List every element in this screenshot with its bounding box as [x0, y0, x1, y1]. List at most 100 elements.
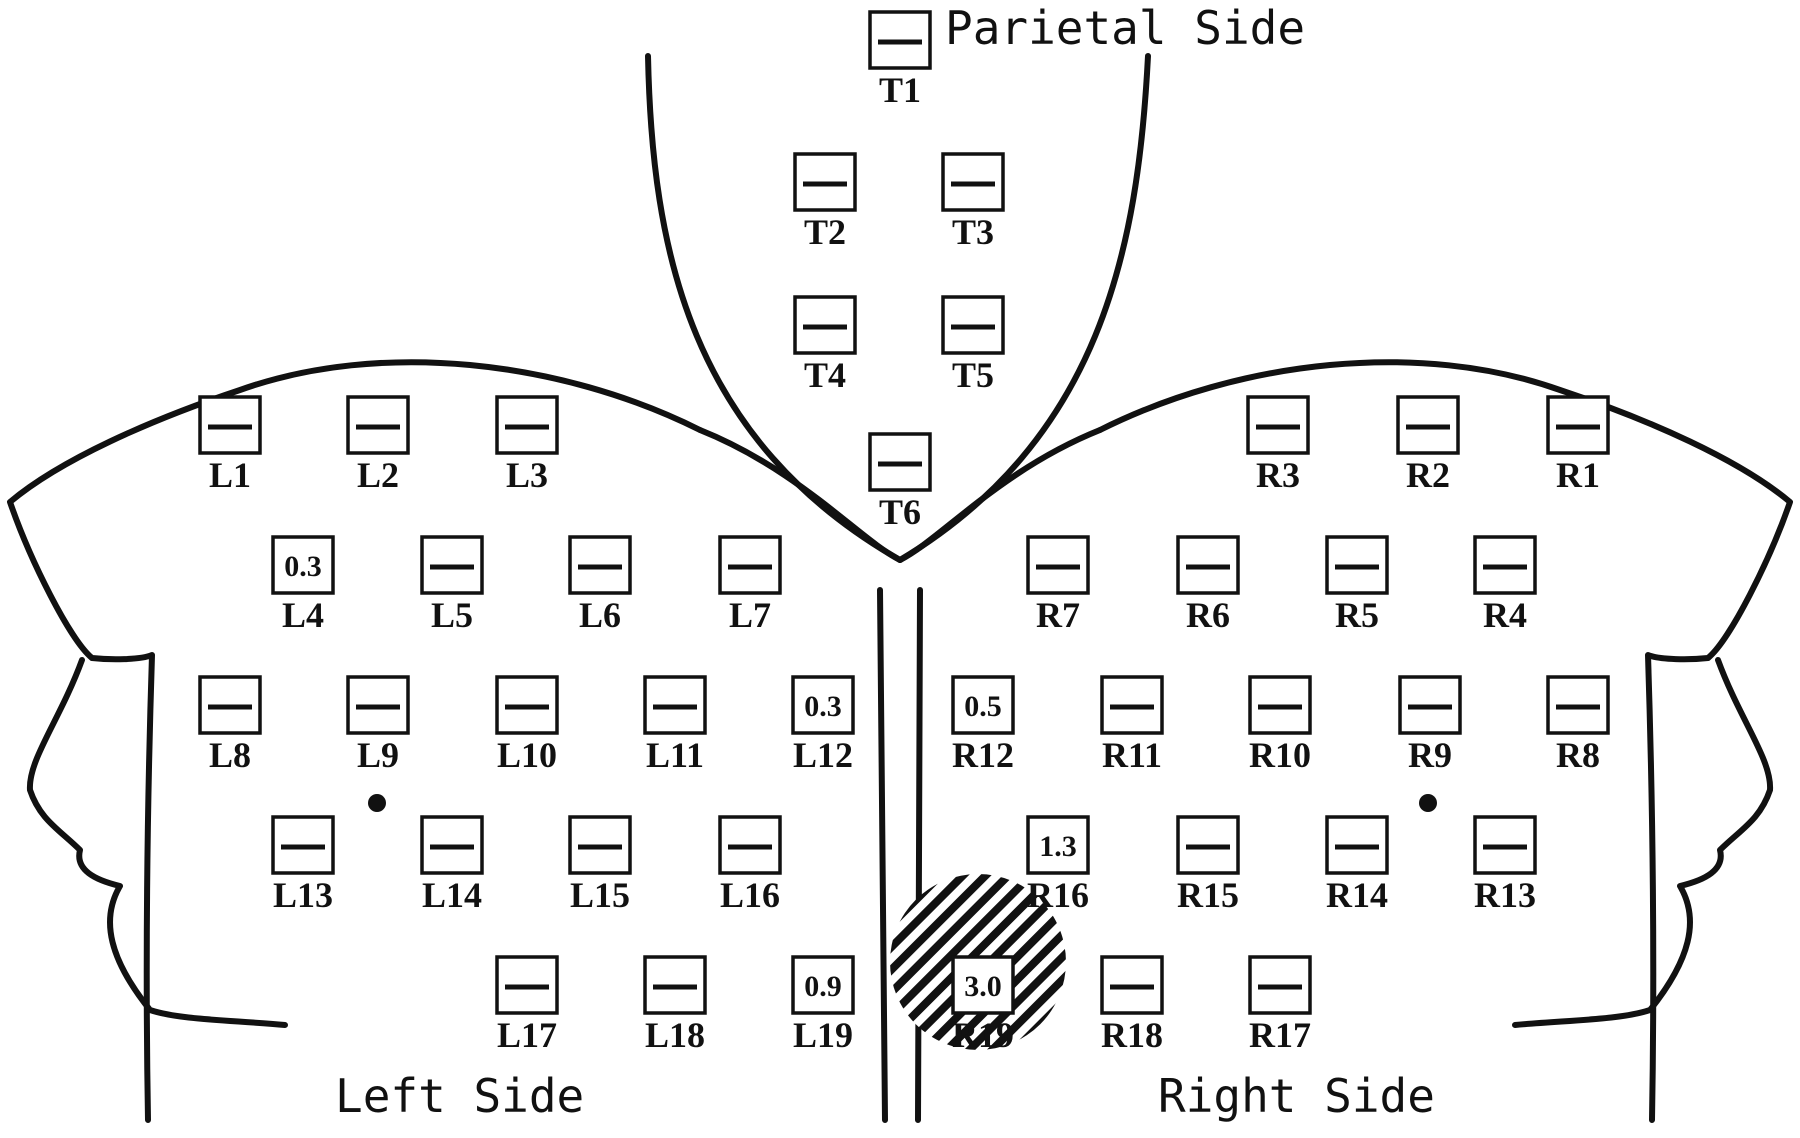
site-value: 0.9 — [804, 970, 842, 1003]
site-r13: R13 — [1473, 815, 1537, 915]
site-r8: R8 — [1546, 675, 1610, 775]
site-label: L3 — [506, 455, 548, 495]
site-t5: T5 — [941, 295, 1005, 395]
site-box — [951, 675, 1015, 735]
site-r5: R5 — [1325, 535, 1389, 635]
site-r1: R1 — [1546, 395, 1610, 495]
site-value: 0.5 — [964, 690, 1002, 723]
site-r14: R14 — [1325, 815, 1389, 915]
site-label: L4 — [282, 595, 324, 635]
site-l5: L5 — [420, 535, 484, 635]
site-t6: T6 — [868, 432, 932, 532]
site-label: L12 — [793, 735, 853, 775]
site-r2: R2 — [1396, 395, 1460, 495]
midline-divider — [877, 587, 923, 1123]
site-value: 1.3 — [1039, 830, 1077, 863]
site-t4: T4 — [793, 295, 857, 395]
site-label: L8 — [209, 735, 251, 775]
site-label: R17 — [1249, 1015, 1311, 1055]
site-l7: L7 — [718, 535, 782, 635]
site-t1: T1 — [868, 10, 932, 110]
site-value: 0.3 — [804, 690, 842, 723]
site-r18: R18 — [1100, 955, 1164, 1055]
site-l13: L13 — [271, 815, 335, 915]
site-l9: L9 — [346, 675, 410, 775]
site-value: 0.3 — [284, 550, 322, 583]
site-label: L9 — [357, 735, 399, 775]
site-label: R11 — [1102, 735, 1162, 775]
site-l2: L2 — [346, 395, 410, 495]
site-label: L18 — [645, 1015, 705, 1055]
left-head-outline — [7, 359, 703, 1123]
site-l15: L15 — [568, 815, 632, 915]
site-label: T5 — [952, 355, 994, 395]
site-label: L17 — [497, 1015, 557, 1055]
site-label: T2 — [804, 212, 846, 252]
site-label: L11 — [646, 735, 704, 775]
right-ear-landmark — [1419, 794, 1437, 812]
site-label: R2 — [1406, 455, 1450, 495]
site-label: L16 — [720, 875, 780, 915]
site-l4: 0.3L4 — [271, 535, 335, 635]
site-l16: L16 — [718, 815, 782, 915]
site-label: L5 — [431, 595, 473, 635]
site-label: R16 — [1027, 875, 1089, 915]
site-l11: L11 — [643, 675, 707, 775]
site-label: R5 — [1335, 595, 1379, 635]
site-box — [1026, 815, 1090, 875]
site-label: R8 — [1556, 735, 1600, 775]
left-ear-landmark — [368, 794, 386, 812]
site-t2: T2 — [793, 152, 857, 252]
site-label: L19 — [793, 1015, 853, 1055]
site-l1: L1 — [198, 395, 262, 495]
site-label: R18 — [1101, 1015, 1163, 1055]
site-r11: R11 — [1100, 675, 1164, 775]
site-t3: T3 — [941, 152, 1005, 252]
site-label: L14 — [422, 875, 482, 915]
site-label: R9 — [1408, 735, 1452, 775]
left-side-label: Left Side — [335, 1069, 584, 1123]
site-r6: R6 — [1176, 535, 1240, 635]
site-label: L13 — [273, 875, 333, 915]
site-l6: L6 — [568, 535, 632, 635]
site-value: 3.0 — [964, 970, 1002, 1003]
site-box — [951, 955, 1015, 1015]
site-l3: L3 — [495, 395, 559, 495]
site-label: L10 — [497, 735, 557, 775]
site-l8: L8 — [198, 675, 262, 775]
site-r10: R10 — [1248, 675, 1312, 775]
right-head-outline — [1097, 359, 1793, 1123]
site-label: T1 — [879, 70, 921, 110]
site-l18: L18 — [643, 955, 707, 1055]
site-box — [271, 535, 335, 595]
site-label: T6 — [879, 492, 921, 532]
site-label: L7 — [729, 595, 771, 635]
site-label: R3 — [1256, 455, 1300, 495]
site-label: R14 — [1326, 875, 1388, 915]
site-label: R13 — [1474, 875, 1536, 915]
right-side-label: Right Side — [1158, 1069, 1435, 1123]
site-label: R10 — [1249, 735, 1311, 775]
site-label: L2 — [357, 455, 399, 495]
site-label: L6 — [579, 595, 621, 635]
site-label: R15 — [1177, 875, 1239, 915]
site-box — [791, 955, 855, 1015]
site-label: T3 — [952, 212, 994, 252]
site-label: T4 — [804, 355, 846, 395]
site-label: R12 — [952, 735, 1014, 775]
site-label: R6 — [1186, 595, 1230, 635]
site-box — [791, 675, 855, 735]
site-r9: R9 — [1398, 675, 1462, 775]
site-r17: R17 — [1248, 955, 1312, 1055]
site-r15: R15 — [1176, 815, 1240, 915]
site-label: L15 — [570, 875, 630, 915]
site-label: L1 — [209, 455, 251, 495]
site-label: R19 — [952, 1015, 1014, 1055]
